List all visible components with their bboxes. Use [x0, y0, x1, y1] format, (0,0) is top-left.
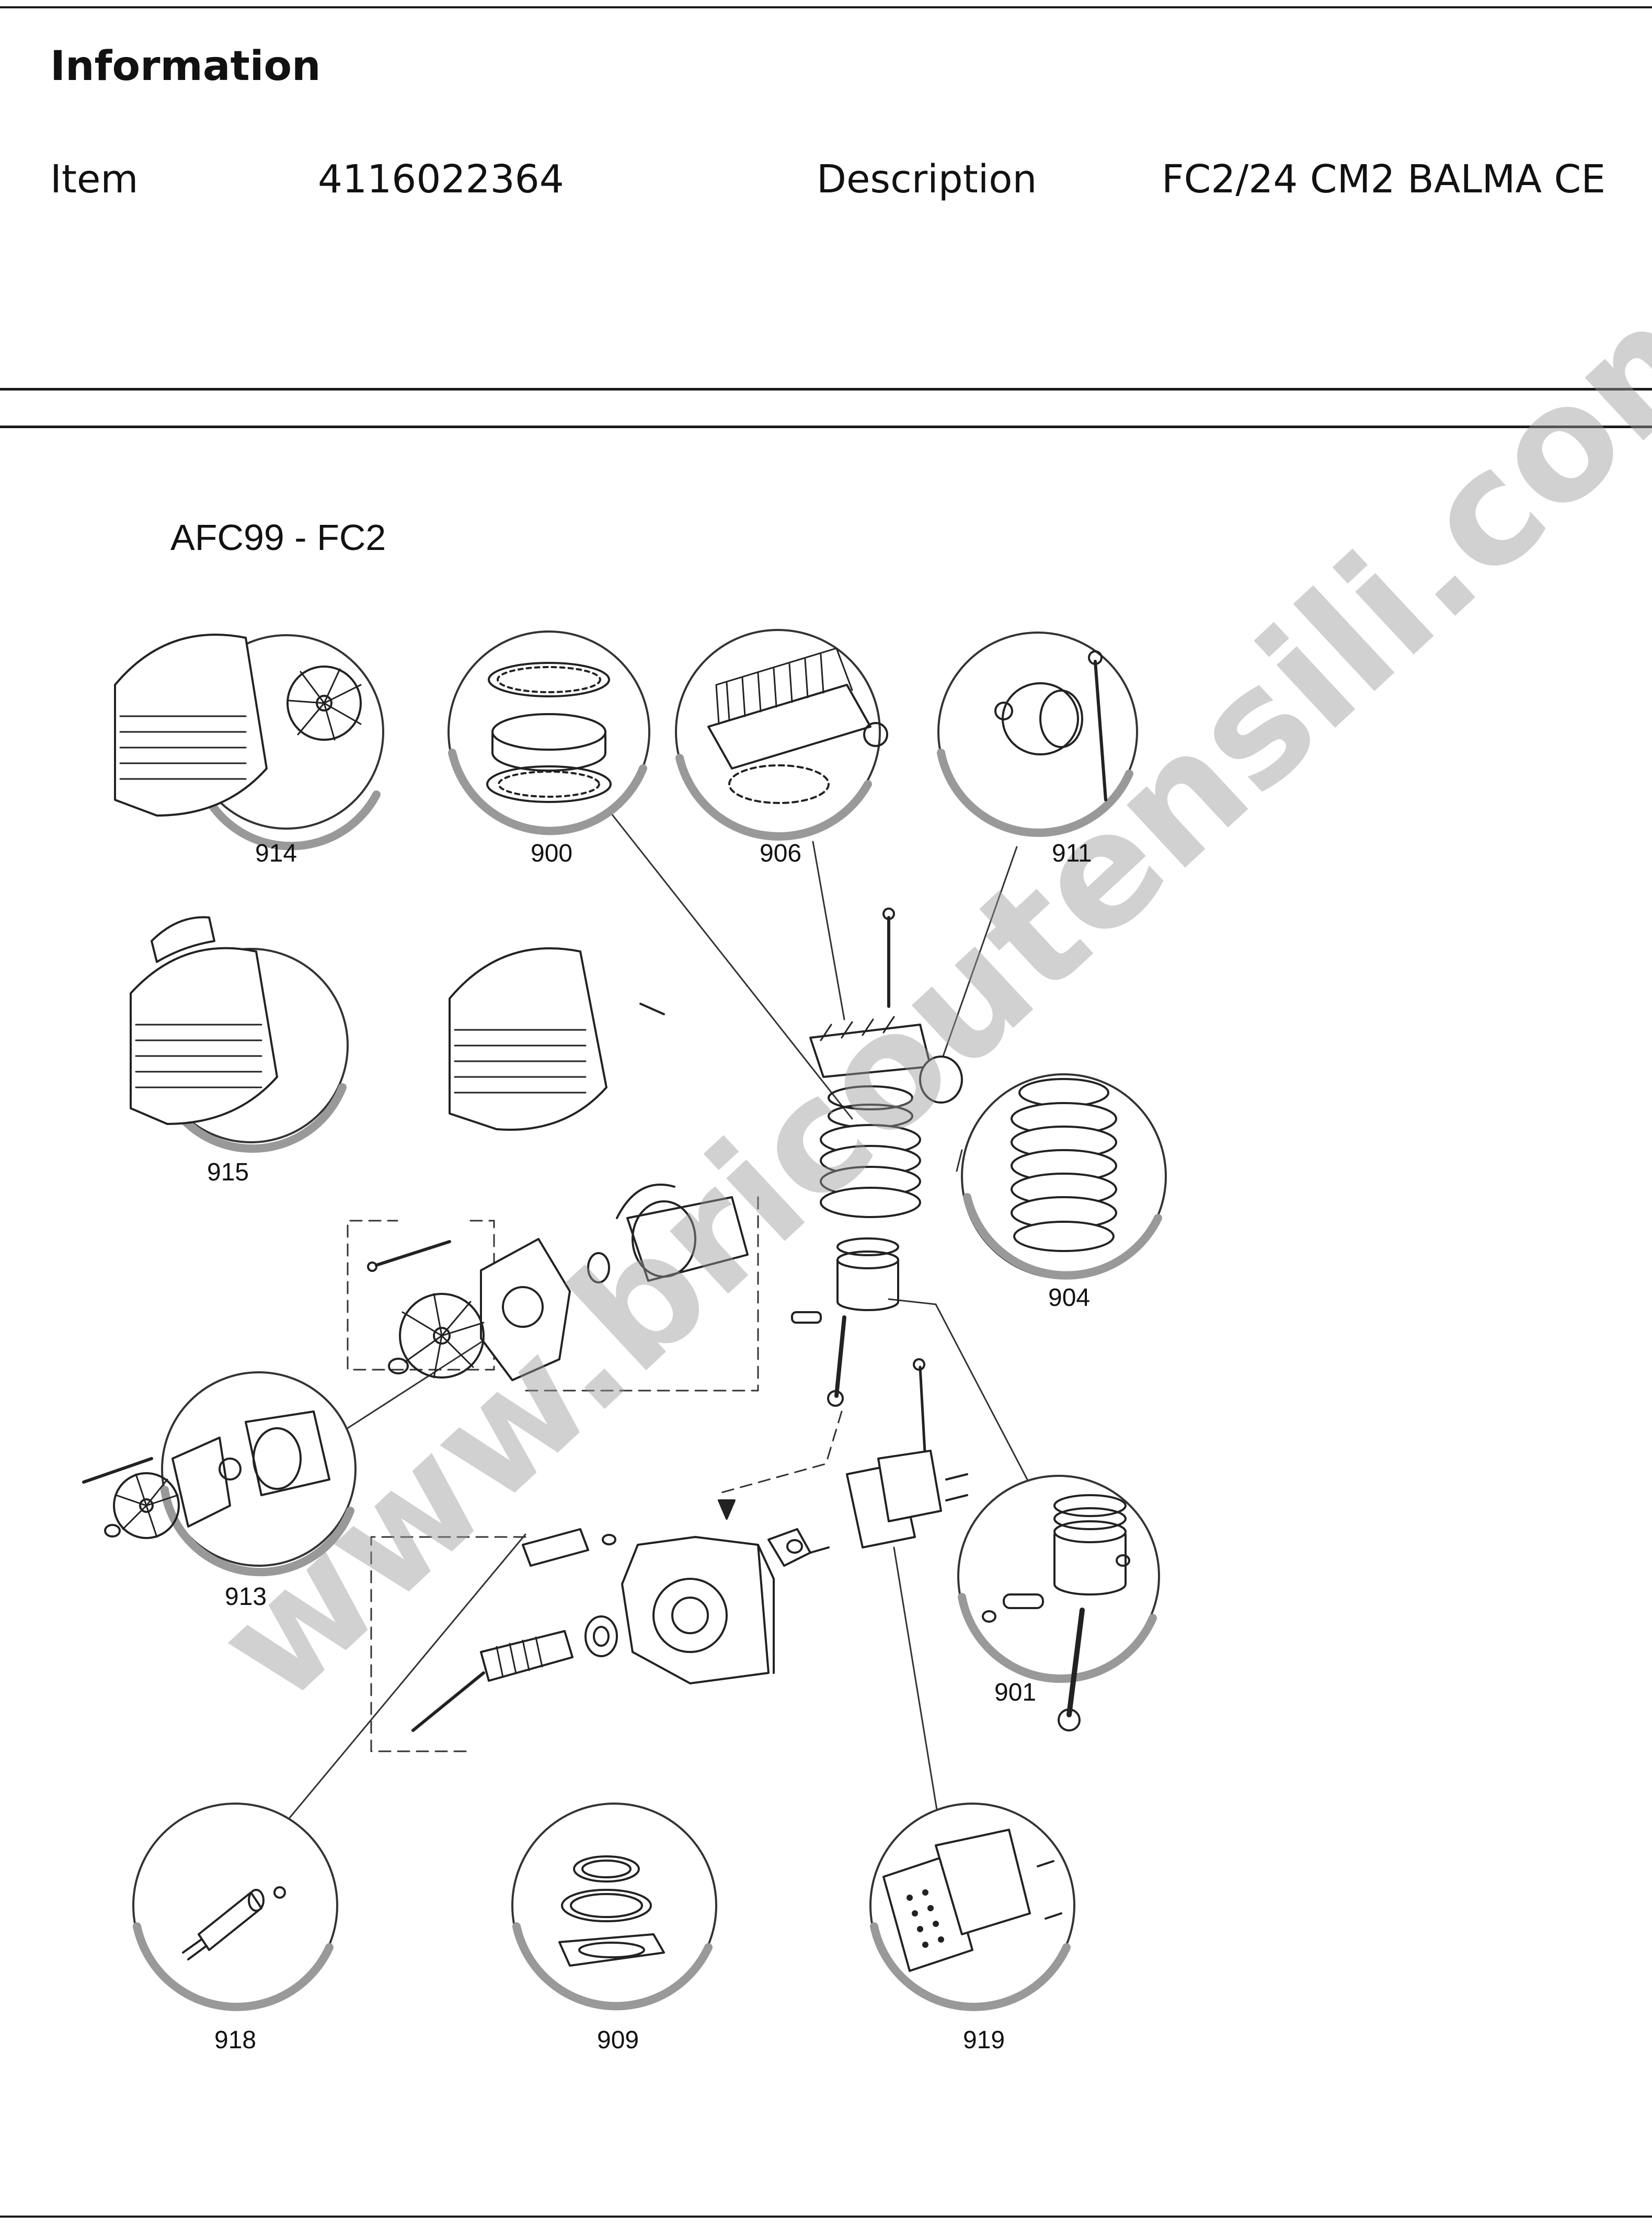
callout-915 [130, 916, 349, 1153]
crankcase-assembly [411, 1450, 968, 1732]
callout-label: 906 [760, 840, 801, 867]
callout-919 [869, 1803, 1075, 2011]
central-assembly [791, 908, 963, 1463]
callout-label: 918 [214, 2026, 256, 2054]
item-label: Item [50, 157, 139, 202]
callout-label: 900 [531, 840, 572, 867]
shroud-standalone [449, 947, 665, 1131]
section-heading: Information [50, 43, 321, 90]
callout-label: 904 [1048, 1284, 1090, 1312]
callout-label: 909 [597, 2026, 639, 2054]
diagram-title: AFC99 - FC2 [170, 517, 386, 558]
callout-911 [937, 632, 1138, 837]
callout-904 [961, 1073, 1167, 1280]
callout-label: 919 [963, 2026, 1005, 2054]
callout-label: 913 [225, 1583, 267, 1611]
callout-label: 911 [1052, 840, 1092, 867]
bottom-rule [0, 2216, 1652, 2218]
callout-918 [132, 1803, 338, 2011]
header-bottom-rule [0, 388, 1652, 391]
callout-label: 914 [255, 840, 297, 867]
callout-label: 901 [994, 1679, 1036, 1706]
callout-906 [675, 629, 888, 841]
leader-lines [279, 810, 1028, 1831]
motor-front-parts [367, 1184, 749, 1381]
callout-913 [82, 1371, 357, 1577]
top-rule [0, 6, 1652, 8]
assembly-guides [347, 1196, 843, 1752]
callout-909 [511, 1803, 717, 2011]
callout-914 [114, 634, 384, 851]
callout-900 [448, 630, 650, 835]
callout-label: 915 [207, 1158, 249, 1186]
section-top-rule [0, 426, 1652, 428]
description-label: Description [817, 157, 1037, 202]
item-value: 4116022364 [318, 157, 564, 202]
callout-901 [957, 1475, 1160, 1731]
description-value: FC2/24 CM2 BALMA CE [1162, 157, 1606, 202]
